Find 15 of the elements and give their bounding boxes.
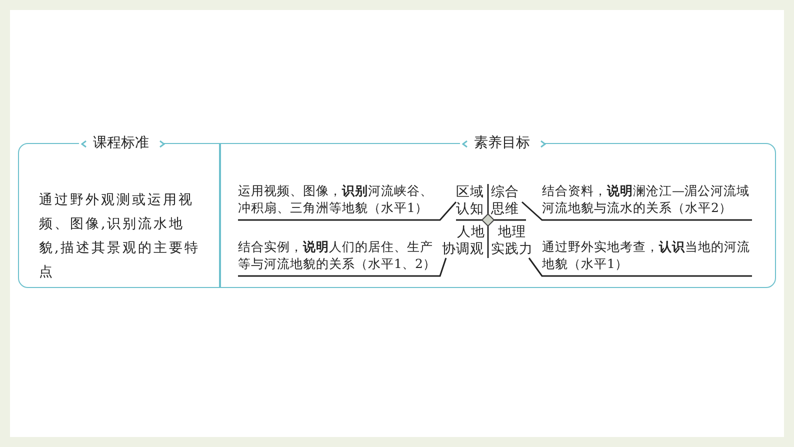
quadrant-label: 综合思维 [491, 184, 522, 218]
quadrant-label: 地理实践力 [491, 224, 534, 258]
goal-text: 通过野外实地考查，认识当地的河流地貌（水平1） [542, 238, 752, 276]
standard-text: 通过野外观测或运用视频、图像,识别流水地貌,描述其景观的主要特点 [39, 191, 201, 282]
goal-text: 结合资料，说明澜沧江—湄公河流域河流地貌与流水的关系（水平2） [542, 182, 752, 220]
connector-line [522, 201, 752, 221]
panel-heading: 课程标准 [79, 134, 163, 152]
quadrant-label: 人地协调观 [442, 224, 486, 258]
quadrant-label: 区域认知 [456, 184, 487, 218]
panel-heading: 素养目标 [460, 134, 544, 152]
connector-line [528, 258, 752, 277]
goal-text: 运用视频、图像，识别河流峡谷、冲积扇、三角洲等地貌（水平1） [238, 182, 440, 220]
connector-line [238, 202, 457, 221]
connector-line [238, 258, 447, 277]
goal-text: 结合实例，说明人们的居住、生产等与河流地貌的关系（水平1、2） [238, 238, 440, 276]
